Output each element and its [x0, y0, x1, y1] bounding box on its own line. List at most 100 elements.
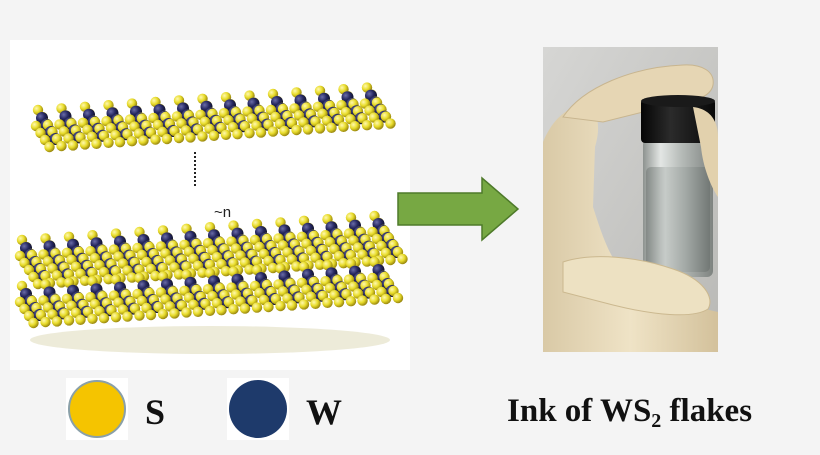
sulfur-atom [357, 295, 368, 306]
ws2-layer-illustration [14, 82, 408, 354]
sulfur-atom [150, 134, 161, 145]
sulfur-atom [385, 254, 396, 266]
caption-prefix: Ink of WS [507, 393, 652, 429]
glove-thumb [562, 256, 711, 316]
sulfur-atom [98, 313, 110, 324]
legend-sulfur-label: S [145, 392, 166, 432]
sulfur-atom [345, 296, 357, 307]
caption-subscript: 2 [651, 410, 662, 432]
sulfur-atom [220, 129, 232, 140]
sulfur-atom [397, 253, 408, 265]
sulfur-atom [314, 123, 326, 134]
sulfur-atom [134, 310, 145, 321]
sulfur-atom [75, 314, 86, 325]
sulfur-atom [63, 315, 75, 326]
glove-finger-right [693, 107, 718, 197]
sulfur-atom [244, 264, 255, 275]
sulfur-atom [349, 121, 361, 132]
sulfur-atom [204, 305, 216, 316]
sulfur-atom [40, 316, 51, 328]
crystal-structure-panel: ~n [10, 40, 410, 370]
sulfur-atom [239, 303, 251, 314]
sulfur-atom [110, 312, 122, 323]
sulfur-atom [361, 256, 373, 267]
sulfur-atom [255, 127, 267, 138]
tungsten-atom-icon [229, 380, 287, 438]
sulfur-atom [169, 308, 180, 319]
sulfur-atom [32, 278, 44, 290]
sulfur-atom [380, 293, 392, 305]
sulfur-atom [67, 140, 79, 151]
process-arrow [397, 176, 520, 242]
sulfur-atom [87, 313, 98, 324]
sulfur-atom [114, 137, 126, 148]
sulfur-atom [91, 138, 102, 149]
sulfur-atom [145, 309, 157, 321]
sulfur-atom [263, 301, 274, 313]
legend-tungsten-label: W [306, 392, 342, 432]
caption-suffix: flakes [661, 393, 753, 429]
sulfur-atom [251, 302, 263, 313]
sulfur-atom [79, 139, 91, 150]
sulfur-atom [79, 275, 91, 286]
sulfur-atom [338, 258, 349, 269]
sulfur-atom [173, 132, 185, 144]
sulfur-atom [157, 308, 169, 320]
sulfur-atom [267, 126, 279, 137]
sulfur-atom [161, 133, 173, 145]
sulfur-atom [373, 119, 384, 130]
sulfur-atom [103, 137, 114, 148]
sulfur-atom [228, 304, 239, 315]
sulfur-atom [275, 300, 286, 312]
sulfur-atom [361, 120, 373, 131]
sulfur-atom [44, 141, 55, 153]
interlayer-label: ~n [214, 204, 232, 221]
crystal-shadow [30, 326, 390, 354]
sulfur-atom-icon [68, 380, 126, 438]
sulfur-atom [51, 316, 63, 327]
sulfur-atom [232, 129, 243, 140]
gloved-hand-vial-image [543, 47, 718, 352]
ws2-ink-liquid [646, 167, 710, 272]
sulfur-atom [333, 297, 345, 308]
sulfur-atom [56, 140, 67, 152]
sulfur-atom [314, 259, 326, 270]
sulfur-atom [279, 125, 290, 137]
caption: Ink of WS2 flakes [507, 391, 752, 431]
sulfur-atom [291, 261, 302, 272]
sulfur-atom [56, 277, 67, 288]
atoms [14, 82, 408, 329]
sulfur-atom [291, 124, 302, 136]
sulfur-atom [192, 306, 204, 317]
sulfur-atom [298, 299, 310, 310]
sulfur-atom [138, 135, 149, 146]
sulfur-atom [385, 118, 396, 129]
sulfur-atom [310, 298, 321, 309]
sulfur-atom [28, 317, 39, 329]
sulfur-atom [150, 270, 161, 282]
sulfur-atom [286, 300, 298, 311]
sulfur-atom [220, 266, 232, 277]
arrow-shape [397, 176, 520, 242]
sulfur-atom [216, 305, 227, 316]
sulfur-atom [181, 307, 192, 318]
sulfur-atom [126, 272, 138, 283]
sulfur-atom [197, 267, 208, 278]
sulfur-atom [267, 262, 279, 274]
sulfur-atom [338, 121, 349, 132]
sulfur-atom [208, 130, 220, 141]
sulfur-atom [302, 124, 314, 135]
sulfur-atom [126, 136, 138, 147]
sulfur-atom [369, 294, 380, 305]
vial-photo [543, 47, 718, 352]
legend-tungsten-swatch [227, 378, 289, 440]
legend-sulfur-swatch [66, 378, 128, 440]
sulfur-atom [244, 128, 255, 139]
sulfur-atom [173, 269, 185, 280]
sulfur-atom [322, 297, 333, 308]
sulfur-atom [326, 122, 337, 133]
sulfur-atom [392, 292, 404, 304]
sulfur-atom [122, 311, 133, 322]
sulfur-atom [103, 274, 114, 285]
sulfur-atom [185, 132, 196, 143]
